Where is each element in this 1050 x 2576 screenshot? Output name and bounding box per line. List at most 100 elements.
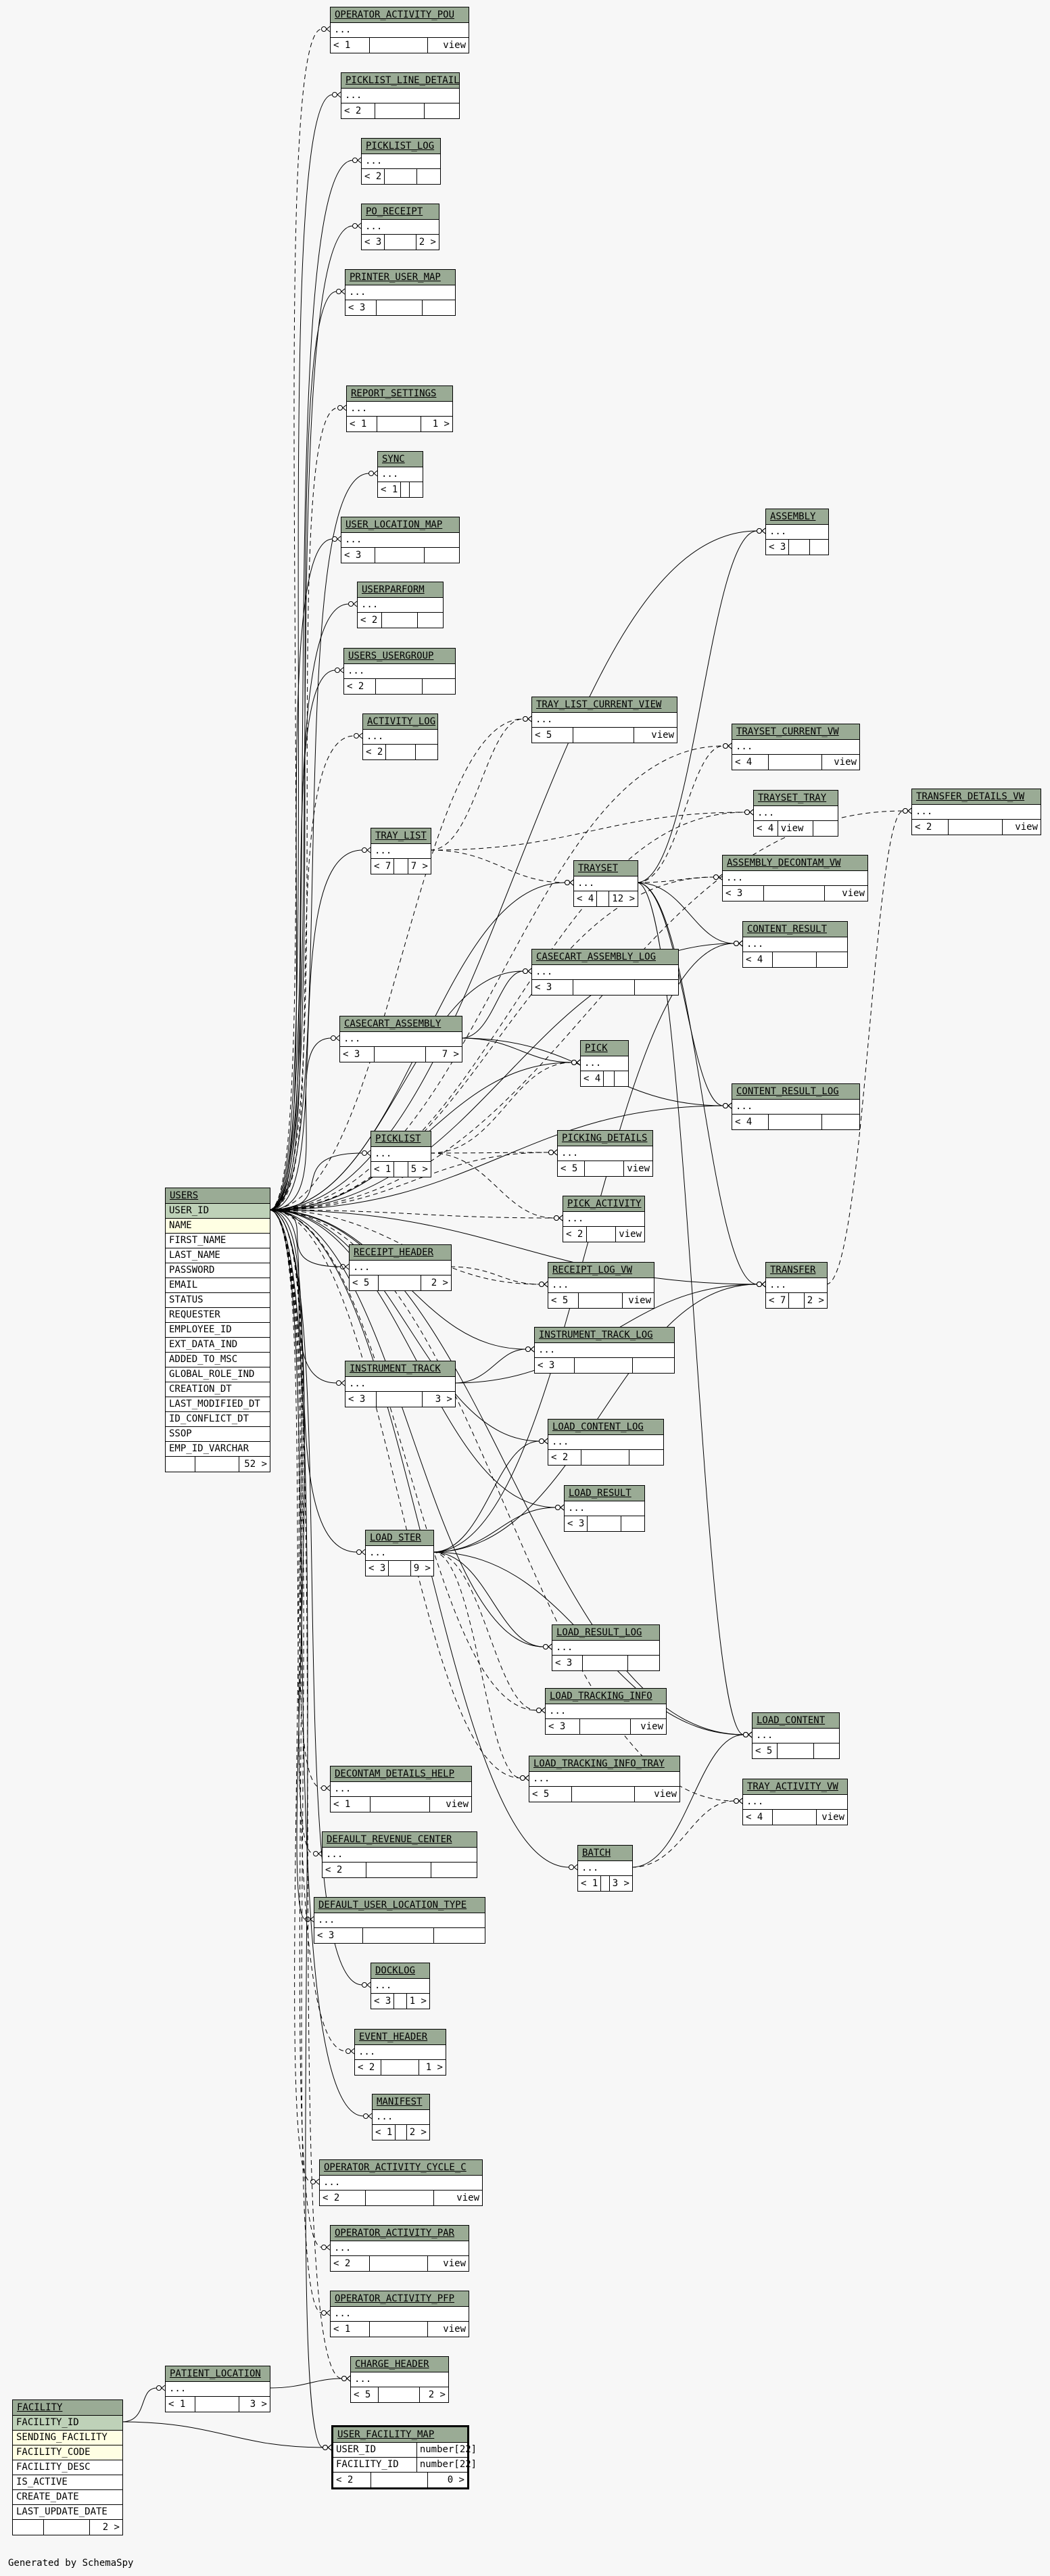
table-picklist-line-detail[interactable]: PICKLIST_LINE_DETAIL...< 2 [341,72,460,119]
table-title[interactable]: PICKING_DETAILS [558,1131,652,1146]
table-title[interactable]: FACILITY [13,2400,122,2416]
table-title[interactable]: TRAYSET_TRAY [754,791,838,806]
table-title[interactable]: DEFAULT_USER_LOCATION_TYPE [314,1898,485,1913]
table-title[interactable]: OPERATOR_ACTIVITY_POU [331,7,469,23]
table-title[interactable]: CONTENT_RESULT_LOG [732,1084,859,1100]
table-user-location-map[interactable]: USER_LOCATION_MAP...< 3 [341,517,460,563]
table-load-result[interactable]: LOAD_RESULT...< 3 [564,1485,645,1532]
table-title[interactable]: USER_FACILITY_MAP [333,2427,467,2443]
table-title[interactable]: SYNC [378,452,423,467]
table-pick[interactable]: PICK...< 4 [580,1040,629,1087]
table-title[interactable]: ACTIVITY_LOG [363,714,437,730]
table-title[interactable]: CHARGE_HEADER [351,2357,448,2372]
table-title[interactable]: PICK_ACTIVITY [563,1196,644,1212]
table-title[interactable]: USERS [166,1188,270,1204]
table-title[interactable]: PATIENT_LOCATION [166,2366,270,2382]
table-title[interactable]: CONTENT_RESULT [743,922,847,937]
table-title[interactable]: CASECART_ASSEMBLY [340,1016,462,1032]
table-default-user-location-type[interactable]: DEFAULT_USER_LOCATION_TYPE...< 3 [314,1897,485,1944]
table-title[interactable]: TRAY_LIST [371,828,431,844]
table-activity-log[interactable]: ACTIVITY_LOG...< 2 [362,713,438,760]
table-title[interactable]: OPERATOR_ACTIVITY_PAR [331,2226,469,2241]
table-title[interactable]: DEFAULT_REVENUE_CENTER [323,1832,477,1848]
table-title[interactable]: LOAD_RESULT_LOG [552,1625,659,1641]
table-title[interactable]: LOAD_TRACKING_INFO_TRAY [529,1756,679,1772]
table-title[interactable]: LOAD_TRACKING_INFO [546,1689,666,1704]
table-load-result-log[interactable]: LOAD_RESULT_LOG...< 3 [552,1624,660,1671]
table-title[interactable]: TRAY_ACTIVITY_VW [743,1779,847,1795]
table-users-usergroup[interactable]: USERS_USERGROUP...< 2 [343,648,456,695]
table-picklist-log[interactable]: PICKLIST_LOG...< 2 [361,138,441,185]
table-title[interactable]: INSTRUMENT_TRACK_LOG [535,1328,674,1343]
table-title[interactable]: TRANSFER_DETAILS_VW [912,789,1041,805]
table-title[interactable]: EVENT_HEADER [355,2030,446,2045]
table-title[interactable]: LOAD_RESULT [565,1486,644,1501]
table-title[interactable]: ASSEMBLY [766,509,828,525]
table-title[interactable]: PO_RECEIPT [362,204,439,220]
table-title[interactable]: LOAD_CONTENT [753,1713,839,1729]
table-title[interactable]: REPORT_SETTINGS [347,386,452,402]
table-title[interactable]: TRANSFER [766,1263,827,1278]
table-title[interactable]: PRINTER_USER_MAP [345,270,455,285]
table-title[interactable]: PICK [581,1041,628,1056]
table-title[interactable]: DOCKLOG [371,1963,429,1979]
table-title[interactable]: OPERATOR_ACTIVITY_CYCLE_C [320,2160,482,2176]
table-title[interactable]: LOAD_CONTENT_LOG [548,1420,663,1435]
table-title[interactable]: TRAYSET [574,861,638,876]
table-userparform[interactable]: USERPARFORM...< 2 [357,582,444,628]
table-title[interactable]: USER_LOCATION_MAP [341,517,459,533]
table-title[interactable]: USERPARFORM [358,582,443,598]
table-title[interactable]: DECONTAM_DETAILS_HELP [331,1766,471,1782]
table-instrument-track-log[interactable]: INSTRUMENT_TRACK_LOG...< 3 [534,1327,675,1374]
table-title[interactable]: CASECART_ASSEMBLY_LOG [532,950,678,965]
table-load-content-log[interactable]: LOAD_CONTENT_LOG...< 2 [548,1419,664,1466]
table-title[interactable]: TRAYSET_CURRENT_VW [732,724,859,740]
table-title[interactable]: USERS_USERGROUP [344,649,455,664]
table-printer-user-map[interactable]: PRINTER_USER_MAP...< 3 [345,269,456,316]
table-title[interactable]: OPERATOR_ACTIVITY_PFP [331,2291,469,2307]
table-title[interactable]: LOAD_STER [366,1530,433,1546]
table-sync[interactable]: SYNC...< 1 [377,451,423,498]
table-title[interactable]: RECEIPT_LOG_VW [548,1263,654,1278]
table-title[interactable]: PICKLIST_LOG [362,139,440,154]
table-title[interactable]: INSTRUMENT_TRACK [345,1361,455,1377]
table-title[interactable]: TRAY_LIST_CURRENT_VIEW [532,697,677,713]
table-title[interactable]: RECEIPT_HEADER [350,1245,451,1261]
table-load-content[interactable]: LOAD_CONTENT...< 5 [752,1712,840,1759]
table-content-result-log[interactable]: CONTENT_RESULT_LOG...< 4 [732,1083,860,1130]
table-content-result[interactable]: CONTENT_RESULT...< 4 [742,921,848,968]
table-title[interactable]: PICKLIST [371,1131,431,1147]
table-casecart-assembly-log[interactable]: CASECART_ASSEMBLY_LOG...< 3 [531,949,679,996]
